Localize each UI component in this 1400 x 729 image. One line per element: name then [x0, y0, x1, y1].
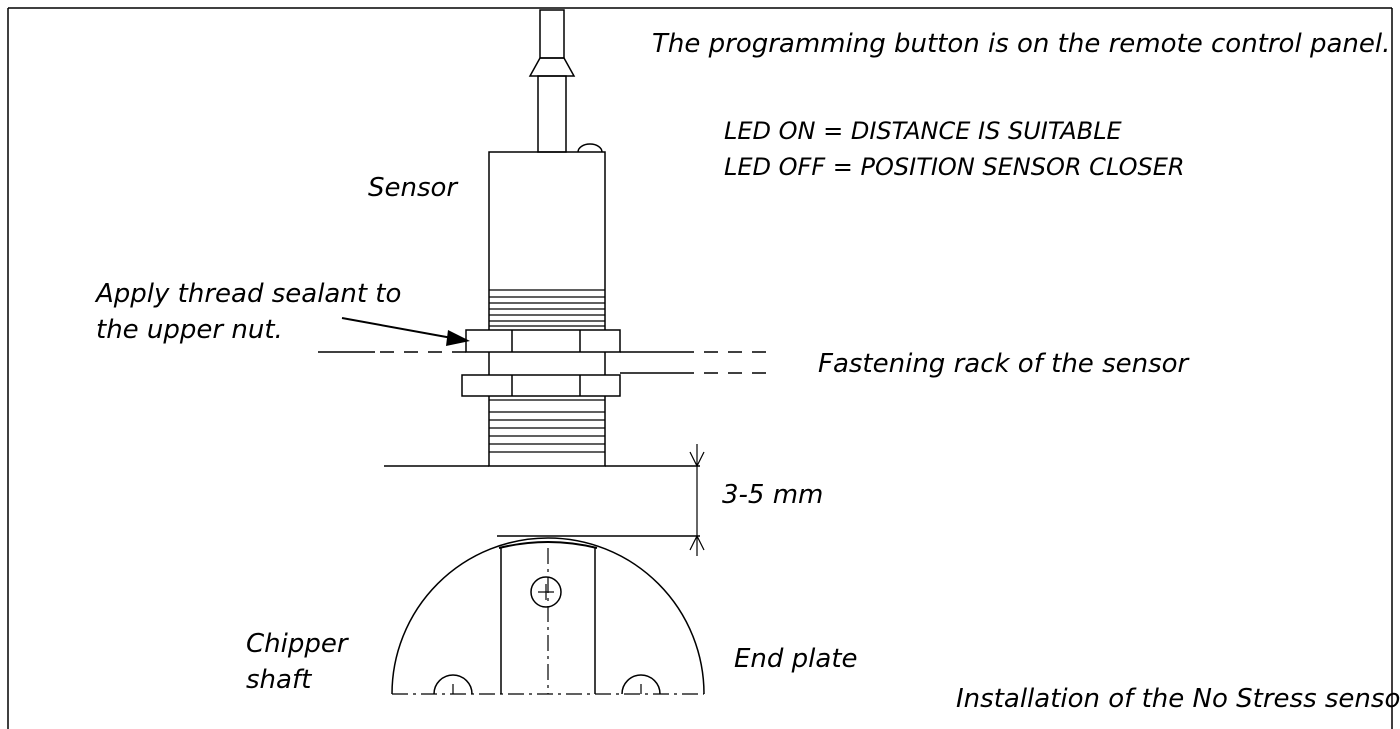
fastening-rack-label: Fastening rack of the sensor [818, 349, 1191, 379]
fastening-rack-lines [318, 351, 770, 374]
chipper-label-line2: shaft [246, 665, 312, 695]
gap-label: 3-5 mm [722, 480, 823, 510]
sealant-arrow [341, 317, 470, 346]
sensor-lower-threads [489, 399, 605, 453]
programming-note: The programming button is on the remote … [652, 29, 1390, 59]
sensor-cable [528, 9, 576, 153]
lower-nut [461, 374, 621, 397]
bolt-hole-top [530, 576, 562, 608]
chipper-shaft [391, 537, 705, 695]
bolt-hole-right [621, 674, 661, 695]
gap-dimension [497, 444, 705, 556]
sensor-label: Sensor [368, 173, 459, 203]
led-off-text: LED OFF = POSITION SENSOR CLOSER [724, 153, 1185, 181]
end-plate-label: End plate [734, 644, 858, 674]
sensor-upper-threads [489, 289, 605, 327]
sealant-label-line2: the upper nut. [96, 315, 283, 345]
chipper-label-line1: Chipper [246, 629, 350, 659]
sealant-label-line1: Apply thread sealant to [94, 279, 401, 309]
led-on-text: LED ON = DISTANCE IS SUITABLE [724, 117, 1123, 145]
upper-nut [465, 329, 621, 353]
caption: Installation of the No Stress sensor [956, 684, 1400, 714]
bolt-hole-left [433, 674, 473, 695]
page-frame [7, 7, 1393, 729]
sensor-body [488, 143, 606, 467]
